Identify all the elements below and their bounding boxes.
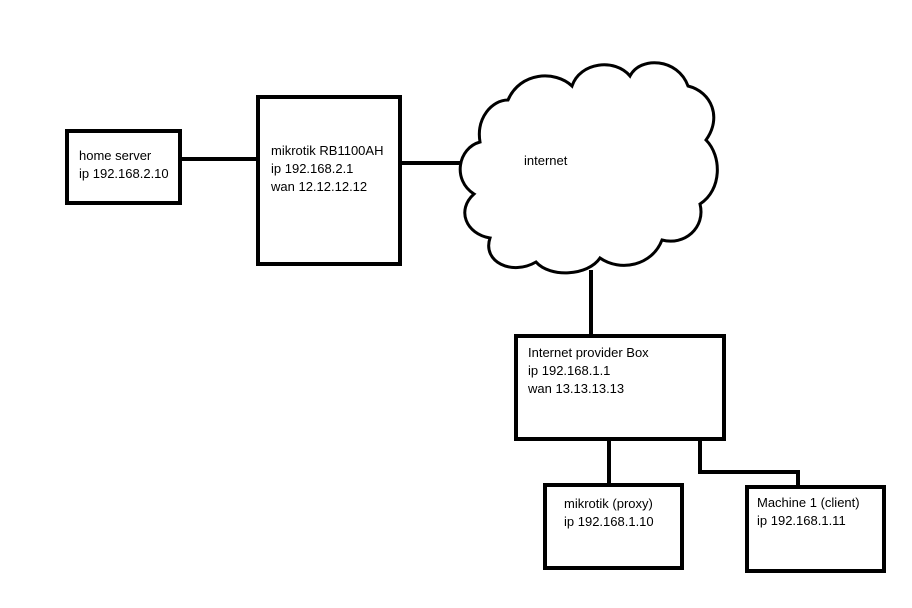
machine-client-node: Machine 1 (client) ip 192.168.1.11 (745, 485, 886, 573)
home-server-name: home server (79, 148, 152, 163)
mikrotik-router-box (256, 95, 402, 266)
mikrotik-router-ip: ip 192.168.2.1 (271, 161, 353, 176)
mikrotik-proxy-name: mikrotik (proxy) (564, 496, 653, 511)
machine-client-ip: ip 192.168.1.11 (757, 513, 846, 528)
internet-label: internet (524, 153, 568, 168)
provider-box-name: Internet provider Box (528, 345, 649, 360)
home-server-box (65, 129, 182, 205)
provider-box-node: Internet provider Box ip 192.168.1.1 wan… (514, 334, 726, 441)
mikrotik-router-wan: wan 12.12.12.12 (270, 179, 367, 194)
mikrotik-proxy-ip: ip 192.168.1.10 (564, 514, 654, 529)
link-provider-box-to-client (698, 437, 800, 489)
mikrotik-proxy-box (543, 483, 684, 570)
home-server-node: home server ip 192.168.2.10 (65, 129, 182, 205)
mikrotik-proxy-node: mikrotik (proxy) ip 192.168.1.10 (543, 483, 684, 570)
provider-box-wan: wan 13.13.13.13 (527, 381, 624, 396)
cloud-outline (458, 61, 719, 275)
machine-client-box (745, 485, 886, 573)
provider-box (514, 334, 726, 441)
internet-cloud: internet (458, 61, 719, 275)
home-server-ip: ip 192.168.2.10 (79, 166, 169, 181)
mikrotik-router-name: mikrotik RB1100AH (271, 143, 383, 158)
machine-client-name: Machine 1 (client) (757, 495, 860, 510)
provider-box-ip: ip 192.168.1.1 (528, 363, 610, 378)
mikrotik-router-node: mikrotik RB1100AH ip 192.168.2.1 wan 12.… (256, 95, 402, 266)
